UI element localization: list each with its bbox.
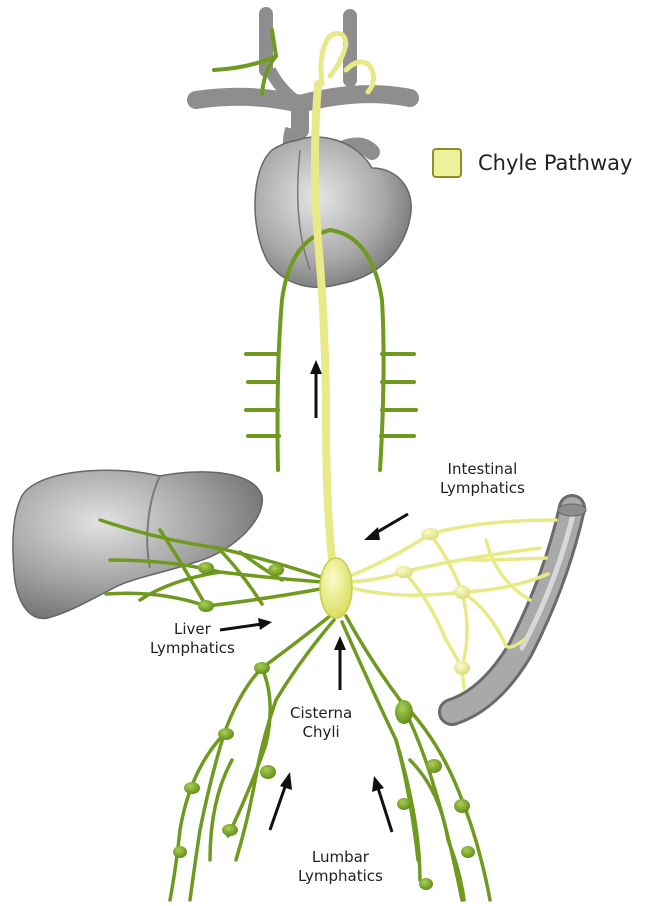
liver-lymph-nodes [198,562,284,612]
flow-arrow-icon [310,360,322,418]
intestine-icon [452,504,586,712]
flow-arrow-icon [270,772,292,830]
label-liver-lymphatics: Liver Lymphatics [150,620,235,658]
legend-label: Chyle Pathway [478,151,632,175]
legend: Chyle Pathway [432,148,632,178]
label-liver-line2: Lymphatics [150,639,235,658]
flow-arrow-icon [334,636,346,690]
label-liver-line1: Liver [150,620,235,639]
legend-swatch [432,148,462,178]
flow-arrow-icon [364,514,408,540]
label-lumbar-line1: Lumbar [298,848,383,867]
cisterna-chyli-icon [320,558,352,618]
liver-icon [13,470,262,618]
label-lumbar-line2: Lymphatics [298,867,383,886]
label-cisterna-line1: Cisterna [290,704,352,723]
label-lumbar-lymphatics: Lumbar Lymphatics [298,848,383,886]
flow-arrows [220,360,408,832]
label-cisterna-chyli: Cisterna Chyli [290,704,352,742]
label-cisterna-line2: Chyli [290,723,352,742]
flow-arrow-icon [372,776,392,832]
label-intestinal-line1: Intestinal [440,460,525,479]
label-intestinal-line2: Lymphatics [440,479,525,498]
label-intestinal-lymphatics: Intestinal Lymphatics [440,460,525,498]
